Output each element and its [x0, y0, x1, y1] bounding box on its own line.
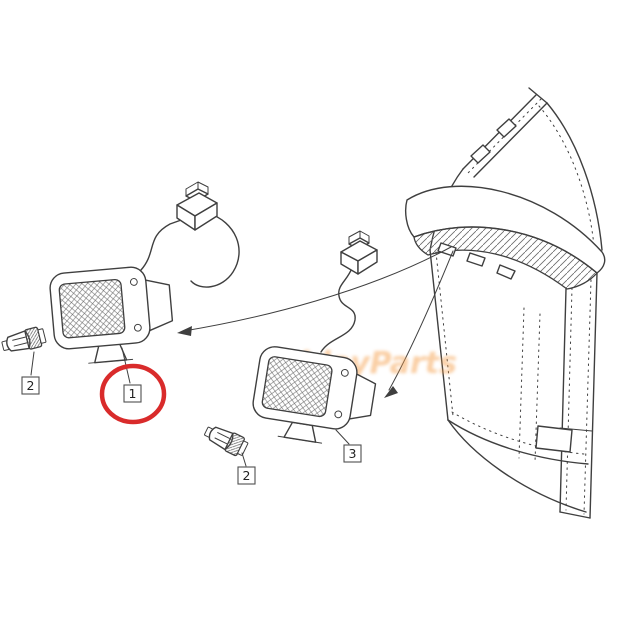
highlight-ring: [99, 363, 167, 425]
lamp-assembly-3: [252, 346, 377, 444]
connector-plug-1: [176, 181, 218, 231]
arrow-to-lamp-1: [183, 246, 452, 332]
callout-2-right-box: [237, 466, 256, 485]
bulb-2-left: [1, 326, 47, 352]
callout-2-right-text: 2: [243, 468, 251, 483]
lamp-3-screw: [340, 368, 349, 377]
bulb-contact: [237, 440, 249, 456]
leader-2-right: [241, 452, 247, 467]
arrowhead-lamp-3: [384, 386, 398, 398]
leader-3: [335, 429, 350, 445]
callout-3-text: 3: [349, 446, 357, 461]
lamp-3-screw: [334, 410, 343, 419]
leader-2-left: [30, 351, 35, 376]
arrowhead-lamp-1: [177, 326, 192, 336]
lamp-3-lens: [261, 356, 333, 418]
front-pillar: [429, 249, 449, 421]
callout-2-left-text: 2: [27, 378, 35, 393]
bulb-2-right: [204, 426, 249, 457]
lamp-1-screw: [133, 323, 142, 332]
roof-hinge-block: [496, 118, 517, 138]
pointer-arrows: [177, 246, 454, 398]
roof-hinge-block: [470, 144, 491, 164]
callout-3: 3: [343, 444, 362, 463]
lamp-1-screw: [129, 278, 138, 286]
cab-structure: [405, 87, 606, 519]
arrow-to-lamp-3: [388, 250, 454, 391]
callout-1: 1: [123, 384, 142, 403]
lamp-mounting-slot: [466, 252, 486, 267]
wire-harness-3: [320, 267, 356, 353]
callout-2-right: 2: [237, 466, 256, 485]
bulb-filament: [214, 432, 230, 445]
cab-bracket: [535, 425, 573, 453]
roof-underside-band: [413, 226, 598, 290]
bulb-contact: [37, 328, 47, 344]
callout-3-box: [343, 444, 362, 463]
bulb-filament: [12, 336, 28, 347]
lamp-1-lens: [58, 278, 126, 339]
callout-1-text: 1: [129, 386, 137, 401]
connector-plug-3: [340, 230, 378, 275]
callout-1-box: [123, 384, 142, 403]
lamp-assembly-1: [49, 266, 174, 364]
callout-2-left-box: [21, 376, 40, 395]
lamp-mounting-slot: [496, 264, 516, 280]
rear-pillar: [589, 272, 598, 519]
callout-2-left: 2: [21, 376, 40, 395]
wire-harness-1: [140, 212, 240, 288]
